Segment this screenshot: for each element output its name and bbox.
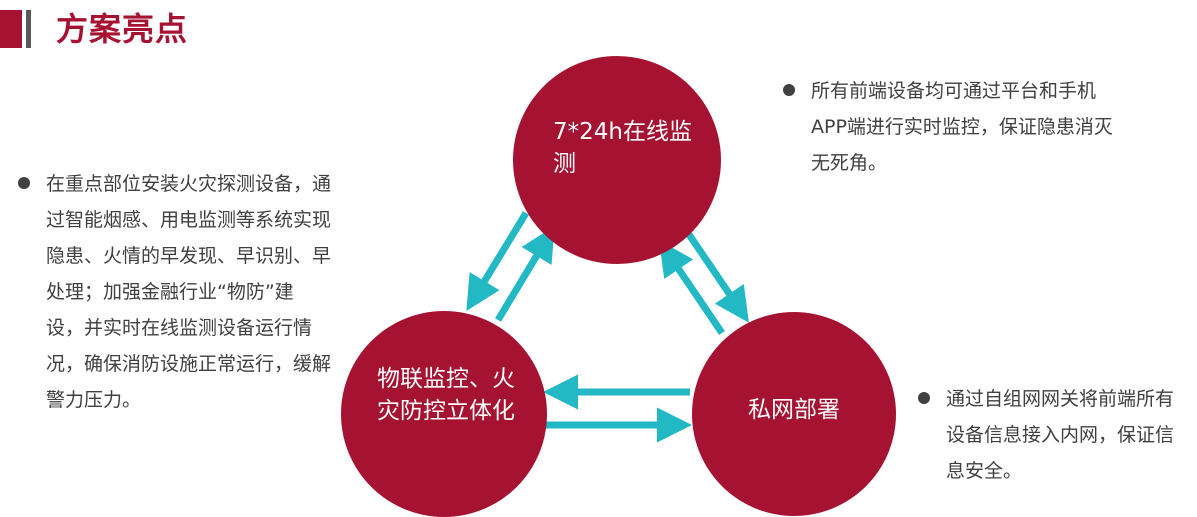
arrow-top-to-right xyxy=(683,228,749,323)
node-private-network: 私网部署 xyxy=(692,312,896,516)
node-iot-fire-control-label: 物联监控、火灾防控立体化 xyxy=(377,366,515,424)
bullet-icon xyxy=(783,84,795,96)
arrow-top-to-left xyxy=(466,211,529,311)
bullet-icon xyxy=(18,177,30,189)
desc-left-text: 在重点部位安装火灾探测设备，通过智能烟感、用电监测等系统实现隐患、火情的早发现、… xyxy=(46,173,332,411)
desc-top-right-text: 所有前端设备均可通过平台和手机APP端进行实时监控，保证隐患消灭无死角。 xyxy=(811,80,1113,174)
header-accent-bar xyxy=(26,10,31,48)
node-iot-fire-control: 物联监控、火灾防控立体化 xyxy=(341,311,547,517)
node-online-monitoring: 7*24h在线监测 xyxy=(513,56,721,264)
desc-bottom-right-text: 通过自组网网关将前端所有设备信息接入内网，保证信息安全。 xyxy=(946,388,1175,482)
desc-bottom-right: 通过自组网网关将前端所有设备信息接入内网，保证信息安全。 xyxy=(918,381,1186,489)
arrow-right-to-top xyxy=(659,240,725,335)
arrow-left-to-top xyxy=(495,226,555,322)
desc-left: 在重点部位安装火灾探测设备，通过智能烟感、用电监测等系统实现隐患、火情的早发现、… xyxy=(18,166,332,418)
header-bar xyxy=(0,10,22,48)
desc-top-right: 所有前端设备均可通过平台和手机APP端进行实时监控，保证隐患消灭无死角。 xyxy=(783,73,1116,181)
node-online-monitoring-label: 7*24h在线监测 xyxy=(553,119,692,177)
bullet-icon xyxy=(918,392,930,404)
node-private-network-label: 私网部署 xyxy=(748,397,840,423)
page-title: 方案亮点 xyxy=(56,10,189,48)
